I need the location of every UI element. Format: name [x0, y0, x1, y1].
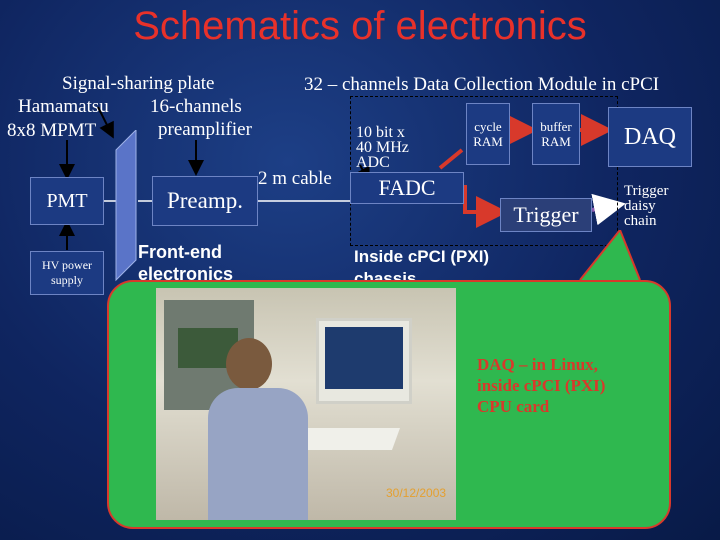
module-title: 32 – channels Data Collection Module in … — [304, 74, 660, 95]
adc-line1: 10 bit x — [356, 124, 405, 141]
fadc-box: FADC — [350, 172, 464, 204]
daq-box: DAQ — [608, 107, 692, 167]
caption-line3: CPU card — [477, 397, 550, 416]
daisy-line3: chain — [624, 213, 657, 229]
fadc-trigger-arrow — [463, 185, 508, 228]
hv-supply-box: HV power supply — [30, 251, 104, 295]
adc-line2: 40 MHz — [356, 139, 409, 156]
cycle-ram-box: cycle RAM — [466, 103, 510, 165]
bubble-pointer — [579, 230, 641, 281]
preamp-label: Preamp. — [166, 188, 243, 213]
daisy-line2: daisy — [624, 198, 656, 214]
hamamatsu-label: Hamamatsu — [18, 96, 109, 117]
photo-timestamp: 30/12/2003 — [386, 486, 447, 500]
fadc-label: FADC — [378, 175, 436, 200]
adc-spec: 10 bit x 40 MHz ADC — [356, 124, 409, 171]
frontend-label: Front-end electronics — [138, 241, 233, 285]
fadc-cycle-arrow — [438, 148, 464, 170]
daq-label: DAQ — [624, 123, 676, 150]
adc-line3: ADC — [356, 154, 390, 171]
trigger-box: Trigger — [500, 198, 592, 232]
trigger-daisy-arrow — [591, 193, 626, 226]
frontend-line2: electronics — [138, 264, 234, 284]
plate-label: Signal-sharing plate — [62, 73, 215, 94]
cycle-ram-label: RAM — [473, 134, 503, 149]
mpmt-label: 8x8 MPMT — [7, 120, 97, 141]
hv-power-label: HV power — [41, 258, 93, 272]
person-head — [226, 338, 272, 390]
signal-plate — [115, 130, 137, 282]
daisy-line1: Trigger — [624, 183, 669, 199]
cycle-label: cycle — [474, 119, 502, 134]
pmt-box: PMT — [30, 177, 104, 225]
monitor — [316, 318, 412, 404]
module-frame — [350, 96, 618, 246]
buffer-ram-label: RAM — [541, 134, 571, 149]
daisy-chain-label: Trigger daisy chain — [624, 184, 668, 229]
lab-photo: 30/12/2003 — [156, 288, 456, 520]
cable-label: 2 m cable — [258, 168, 332, 189]
hv-supply-label: supply — [50, 273, 83, 287]
caption-line2: inside cPCI (PXI) — [477, 376, 606, 395]
page-title: Schematics of electronics — [133, 4, 587, 48]
channels-label: 16-channels — [150, 96, 242, 117]
daq-caption: DAQ – in Linux, inside cPCI (PXI) CPU ca… — [477, 354, 605, 417]
photo-bubble: 30/12/2003 DAQ – in Linux, inside cPCI (… — [107, 280, 671, 529]
person-body — [208, 388, 308, 520]
inside-line1: Inside cPCI (PXI) — [354, 247, 490, 266]
buffer-label: buffer — [540, 119, 572, 134]
frontend-line1: Front-end — [138, 242, 222, 262]
hamamatsu-arrow — [97, 106, 114, 139]
preamplifier-label: preamplifier — [158, 119, 252, 140]
trigger-label: Trigger — [513, 202, 579, 227]
buffer-ram-box: buffer RAM — [532, 103, 580, 165]
pmt-label: PMT — [46, 189, 88, 212]
preamp-box: Preamp. — [152, 176, 258, 226]
keyboard — [291, 428, 401, 450]
caption-line1: DAQ – in Linux, — [477, 355, 598, 374]
